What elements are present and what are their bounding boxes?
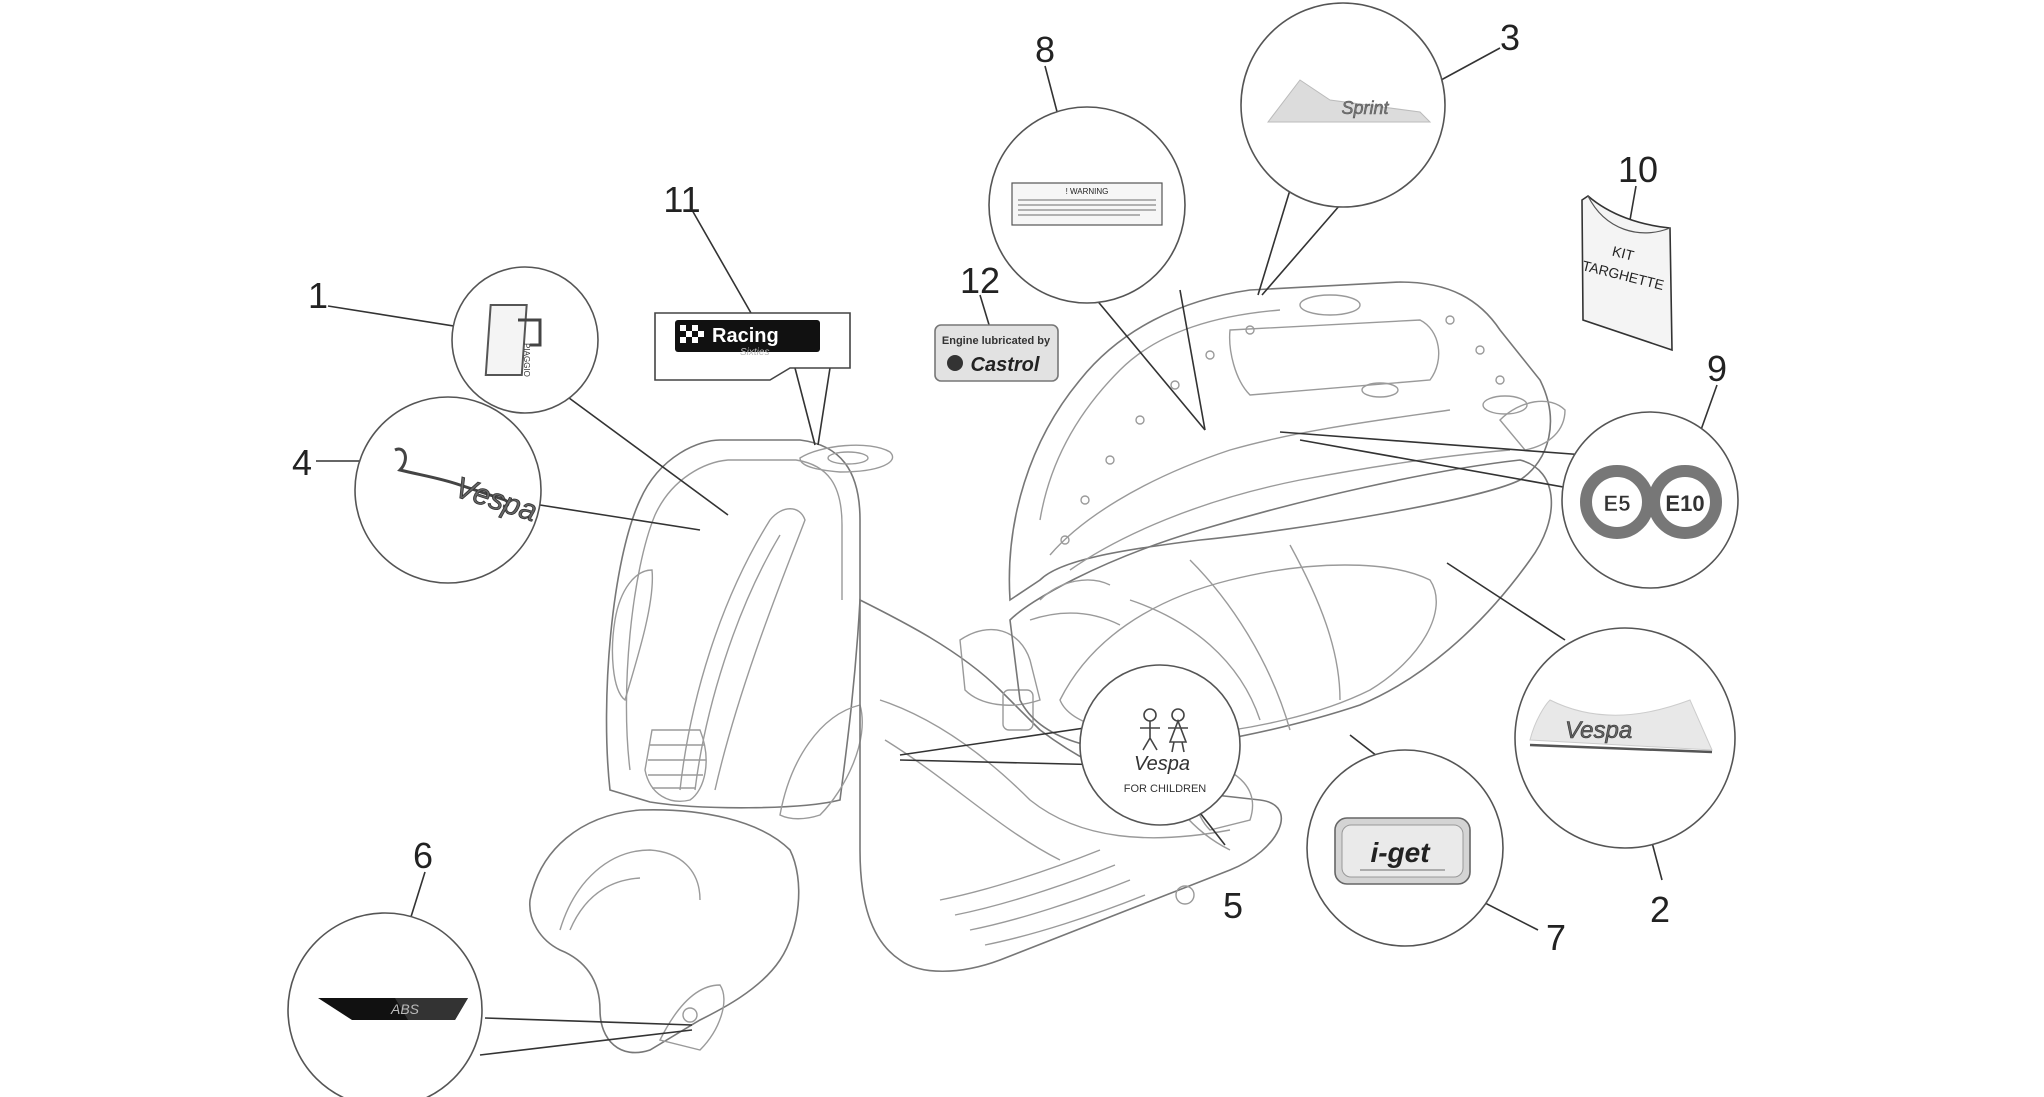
children-vespa-text: Vespa	[1134, 753, 1190, 775]
fuel-e10-text: E10	[1665, 491, 1704, 516]
detail-piaggio-badge: PIAGGIO	[451, 266, 599, 414]
castrol-top-text: Engine lubricated by	[942, 335, 1051, 347]
callout-11: 11	[663, 179, 700, 220]
callout-6: 6	[413, 835, 433, 876]
castrol-brand-text: Castrol	[971, 354, 1040, 376]
iget-text: i-get	[1370, 837, 1431, 868]
callout-7: 7	[1546, 917, 1566, 958]
callout-4: 4	[292, 442, 312, 483]
warning-title: ! WARNING	[1066, 187, 1109, 196]
piaggio-badge-text: PIAGGIO	[522, 343, 531, 377]
children-text: FOR CHILDREN	[1124, 783, 1207, 795]
fuel-e10-ring	[1648, 465, 1722, 539]
kit-line1: KIT	[1611, 243, 1636, 264]
callout-1: 1	[308, 275, 328, 316]
detail-iget-decal: i-get	[1306, 749, 1504, 947]
castrol-logo-icon	[947, 355, 963, 371]
detail-sprint-decal: Sprint	[1240, 2, 1446, 208]
detail-vespa-for-children: Vespa FOR CHILDREN	[1079, 664, 1241, 826]
scooter-outline	[529, 281, 1566, 1054]
children-figures-icon	[1140, 708, 1188, 753]
callout-5: 5	[1223, 885, 1243, 926]
callout-numbers: 1 2 3 4 5 6 7 8 9 10 11 12	[292, 17, 1727, 958]
fuel-e5-text: E5	[1604, 491, 1631, 516]
callout-3: 3	[1500, 17, 1520, 58]
callout-8: 8	[1035, 29, 1055, 70]
vespa-script-side: Vespa	[1565, 717, 1632, 744]
checkered-flag-icon	[680, 325, 704, 343]
detail-fuel-label: E5 E10	[1561, 411, 1739, 589]
detail-vespa-side-decal: Vespa	[1514, 627, 1736, 849]
racing-text: Racing	[712, 325, 779, 347]
abs-text: ABS	[390, 1001, 420, 1017]
callout-10: 10	[1618, 149, 1658, 190]
detail-warning-label: ! WARNING	[988, 106, 1186, 304]
sprint-script: Sprint	[1341, 98, 1389, 118]
callout-2: 2	[1650, 889, 1670, 930]
racing-sub-text: Sixties	[740, 347, 769, 358]
detail-racing-sixties: Racing Sixties	[654, 312, 851, 381]
detail-abs-decal: ABS	[287, 912, 483, 1097]
detail-vespa-script-front: Vespa	[354, 396, 542, 584]
detail-castrol-decal: Engine lubricated by Castrol	[934, 324, 1059, 382]
detail-kit-targhette: KIT TARGHETTE	[1581, 194, 1673, 352]
callout-12: 12	[960, 260, 1000, 301]
callout-9: 9	[1707, 348, 1727, 389]
